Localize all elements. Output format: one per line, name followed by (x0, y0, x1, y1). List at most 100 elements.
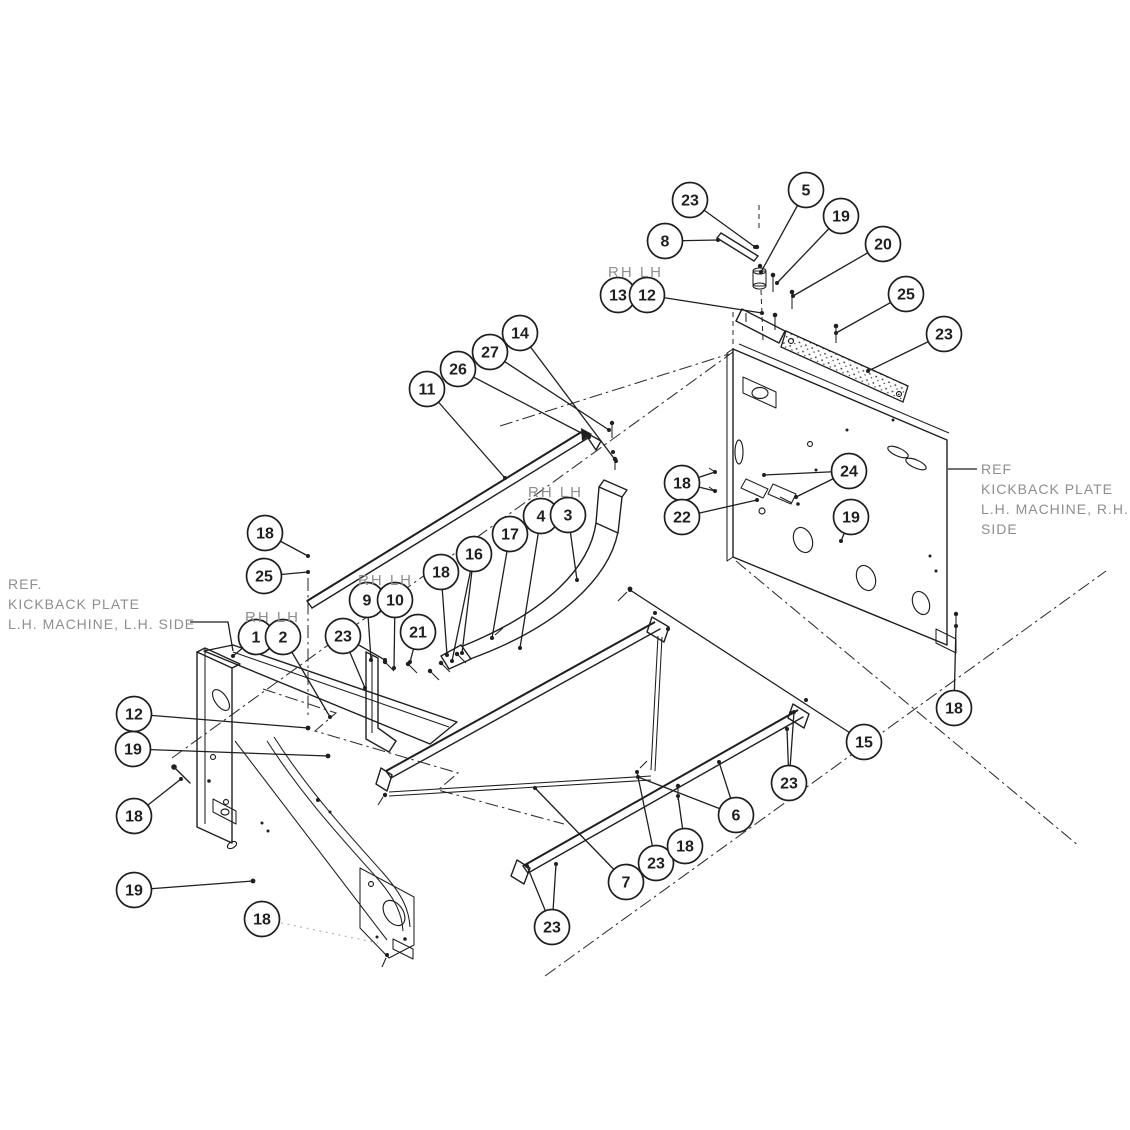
leader-endpoint-dot (834, 331, 838, 335)
callout-balloon (114, 730, 152, 768)
callout-25: 25 (245, 557, 283, 595)
callout-number: 23 (681, 193, 699, 210)
callout-balloon (717, 796, 755, 834)
callout-number: 18 (432, 565, 450, 582)
callout-12: 12 (628, 276, 666, 314)
callout-number: 27 (481, 345, 499, 362)
ref-label-right-line4: SIDE (981, 521, 1018, 537)
callout-number: 19 (832, 209, 850, 226)
callout-25: 25 (887, 275, 925, 313)
top-hardware (716, 205, 839, 344)
callout-17: 17 (491, 515, 529, 553)
leader-endpoint-dot (775, 281, 779, 285)
rh-lh-label: RH LH (608, 264, 664, 281)
right-kickback-plate (726, 343, 959, 654)
leader-endpoint-dot (753, 245, 757, 249)
leader-endpoint-dot (306, 726, 310, 730)
ref-label-left-line3: L.H. MACHINE, L.H. SIDE (8, 616, 196, 632)
callout-balloon (243, 900, 281, 938)
leader-endpoint-dot (676, 794, 680, 798)
leader-endpoint-dot (490, 636, 494, 640)
callout-balloon (845, 723, 883, 761)
left-kickback-plate (171, 647, 241, 844)
callout-18: 18 (663, 464, 701, 502)
leader-line (646, 294, 763, 314)
leader-line (457, 368, 590, 438)
leader-endpoint-dot (759, 270, 763, 274)
leader-endpoint-dot (408, 660, 412, 664)
callout-number: 2 (279, 630, 288, 647)
callout-number: 8 (661, 234, 670, 251)
leader-endpoint-dot (791, 294, 795, 298)
callout-number: 19 (842, 510, 860, 527)
callout-number: 18 (676, 839, 694, 856)
callout-number: 20 (874, 237, 892, 254)
callout-number: 14 (511, 326, 529, 343)
leader-endpoint-dot (525, 864, 529, 868)
leader-endpoint-dot (306, 554, 310, 558)
leader-endpoint-dot (369, 658, 373, 662)
callout-2: 2 (264, 618, 302, 656)
callout-number: 23 (334, 629, 352, 646)
leader-layer (132, 189, 958, 944)
callout-26: 26 (439, 350, 477, 388)
callout-6: 6 (717, 796, 755, 834)
leader-line (426, 388, 506, 479)
callout-18: 18 (246, 514, 284, 552)
leader-endpoint-dot (713, 489, 717, 493)
callout-12: 12 (115, 695, 153, 733)
callout-balloon (439, 350, 477, 388)
callout-14: 14 (501, 314, 539, 352)
callout-number: 1 (252, 630, 261, 647)
callout-number: 18 (256, 526, 274, 543)
lower-left-frame (226, 736, 415, 968)
callout-balloon (925, 315, 963, 353)
callout-balloon (787, 171, 825, 209)
leader-line (534, 787, 627, 883)
callout-23: 23 (770, 764, 808, 802)
leader-endpoint-dot (762, 473, 766, 477)
rh-lh-label: RH LH (528, 484, 584, 501)
leader-endpoint-dot (785, 727, 789, 731)
callout-number: 23 (780, 776, 798, 793)
callout-number: 18 (125, 809, 143, 826)
callout-3: 3 (549, 496, 587, 534)
callout-balloon (637, 844, 675, 882)
callout-8: 8 (646, 222, 684, 260)
leader-endpoint-dot (363, 686, 367, 690)
callout-23: 23 (324, 617, 362, 655)
leader-endpoint-dot (755, 498, 759, 502)
callout-number: 22 (673, 510, 691, 527)
gusset-plate (203, 644, 458, 745)
leader-line (132, 748, 329, 757)
leader-endpoint-dot (450, 659, 454, 663)
callout-20: 20 (864, 225, 902, 263)
callout-number: 13 (609, 288, 627, 305)
abrasive-plate (780, 330, 909, 403)
callout-5: 5 (787, 171, 825, 209)
callout-balloon (491, 515, 529, 553)
callout-balloon (399, 613, 437, 651)
callout-number: 12 (125, 707, 143, 724)
callout-number: 25 (897, 287, 915, 304)
callout-18: 18 (115, 797, 153, 835)
callout-number: 7 (622, 875, 631, 892)
leader-endpoint-dot (866, 369, 870, 373)
callout-balloon (471, 333, 509, 371)
callout-balloon (935, 689, 973, 727)
callout-balloon (455, 535, 493, 573)
callout-10: 10 (376, 581, 414, 619)
leader-line (133, 713, 309, 729)
callout-number: 12 (638, 288, 656, 305)
leader-endpoint-dot (575, 578, 579, 582)
ref-label-right-line3: L.H. MACHINE, R.H. (981, 501, 1129, 517)
callout-balloon (501, 314, 539, 352)
callout-19: 19 (115, 871, 153, 909)
callout-24: 24 (830, 452, 868, 490)
callout-22: 22 (663, 498, 701, 536)
leader-endpoint-dot (635, 770, 639, 774)
leader-endpoint-dot (587, 435, 591, 439)
rh-lh-label: RH LH (245, 609, 301, 626)
callout-balloon (663, 498, 701, 536)
